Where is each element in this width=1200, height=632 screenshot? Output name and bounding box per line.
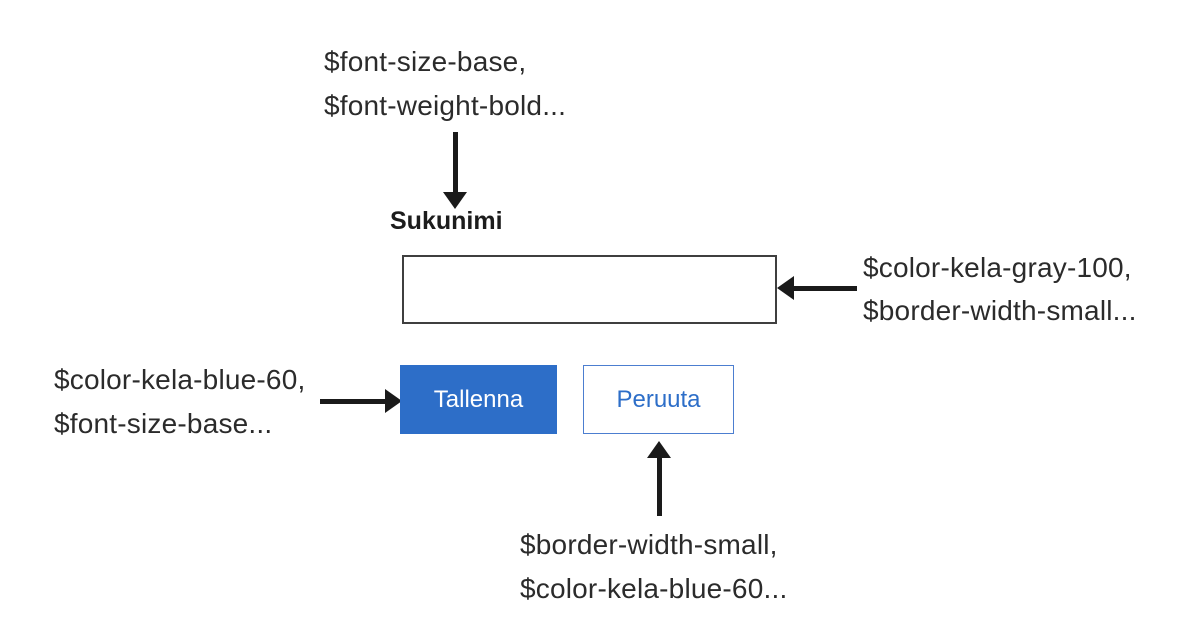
annotation-line: $color-kela-blue-60,: [54, 364, 306, 395]
save-button[interactable]: Tallenna: [400, 365, 557, 434]
cancel-button[interactable]: Peruuta: [583, 365, 734, 434]
annotation-line: $font-size-base...: [54, 408, 273, 439]
arrow-shaft: [320, 398, 385, 404]
arrow-shaft: [794, 285, 857, 291]
arrow-shaft: [656, 458, 662, 516]
annotation-line: $color-kela-blue-60...: [520, 573, 788, 604]
annotation-input-tokens: $color-kela-gray-100, $border-width-smal…: [863, 246, 1137, 332]
annotation-line: $border-width-small...: [863, 295, 1137, 326]
arrow-down-icon: [443, 132, 467, 209]
arrow-head: [385, 389, 402, 413]
arrow-left-icon: [777, 276, 857, 300]
annotation-line: $color-kela-gray-100,: [863, 252, 1132, 283]
annotation-line: $border-width-small,: [520, 529, 778, 560]
annotation-line: $font-weight-bold...: [324, 90, 567, 121]
arrow-right-icon: [320, 389, 402, 413]
lastname-input[interactable]: [402, 255, 777, 324]
arrow-head: [443, 192, 467, 209]
arrow-head: [777, 276, 794, 300]
annotation-label-tokens: $font-size-base, $font-weight-bold...: [324, 40, 566, 128]
arrow-head: [647, 441, 671, 458]
annotation-secondary-button-tokens: $border-width-small, $color-kela-blue-60…: [520, 523, 787, 611]
arrow-shaft: [452, 132, 458, 192]
arrow-up-icon: [647, 441, 671, 516]
annotation-line: $font-size-base,: [324, 46, 527, 77]
annotation-primary-button-tokens: $color-kela-blue-60, $font-size-base...: [54, 358, 305, 446]
field-label: Sukunimi: [390, 207, 503, 235]
